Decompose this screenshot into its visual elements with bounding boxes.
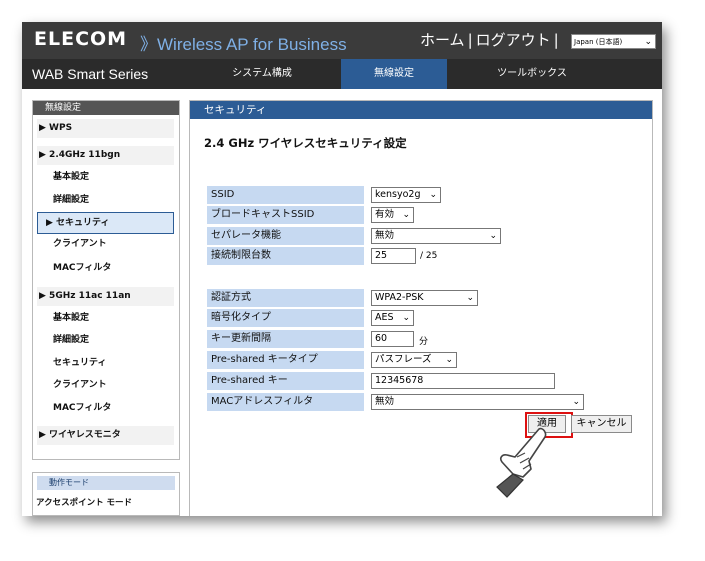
mac-filter-select[interactable]: 無効 ⌄ [371,394,584,410]
separator-select[interactable]: 無効 ⌄ [371,228,501,244]
app-window: ELECOM 》Wireless AP for Business ホーム|ログア… [22,22,662,516]
sidebar-heading: 無線設定 [33,101,179,115]
psk-input[interactable]: 12345678 [371,373,555,389]
elecom-logo: ELECOM [34,28,128,50]
sidebar-item-5-basic[interactable]: 基本設定 [37,309,174,328]
sidebar-item-24-advanced[interactable]: 詳細設定 [37,191,174,210]
chevron-down-icon: ⌄ [466,293,474,303]
sidebar-item-24-client[interactable]: クライアント [37,235,174,254]
main-panel: セキュリティ 2.4 GHz ワイヤレスセキュリティ設定 SSID kensyo… [189,100,653,516]
broadcast-label: ブロードキャストSSID [207,206,364,224]
key-interval-input[interactable]: 60 [371,331,414,347]
chevron-down-icon: ⌄ [572,397,580,407]
sidebar-item-24-basic[interactable]: 基本設定 [37,168,174,187]
max-clients-label: 接続制限台数 [207,247,364,265]
pointing-hand-icon [496,427,547,498]
ssid-label: SSID [207,186,364,204]
broadcast-value: 有効 [375,209,395,220]
mode-heading: 動作モード [37,476,175,490]
sidebar-item-5-security[interactable]: セキュリティ [37,354,174,373]
key-interval-unit: 分 [419,337,429,347]
encryption-select[interactable]: AES ⌄ [371,310,414,326]
psk-type-value: パスフレーズ [375,354,432,365]
chevron-down-icon: ⌄ [429,190,437,200]
apply-button[interactable]: 適用 [528,415,566,433]
chevron-down-icon: ⌄ [402,210,410,220]
separator-value: 無効 [375,230,395,241]
sidebar-item-24ghz[interactable]: ▶ 2.4GHz 11bgn [37,146,174,165]
top-bar: ELECOM 》Wireless AP for Business ホーム|ログア… [22,22,662,59]
series-brand: WAB Smart Series [32,66,149,82]
max-clients-input[interactable]: 25 [371,248,416,264]
link-separator-2: | [553,31,559,49]
sidebar-item-24-security[interactable]: ▶ セキュリティ [37,212,174,234]
encryption-value: AES [375,312,394,323]
sidebar-item-monitor[interactable]: ▶ ワイヤレスモニタ [37,426,174,445]
chevron-down-icon: ⌄ [402,313,410,323]
ssid-select[interactable]: kensyo2g ⌄ [371,187,441,203]
home-link[interactable]: ホーム [420,31,465,49]
sidebar-item-24-macfilter[interactable]: MACフィルタ [37,259,174,278]
main-heading: セキュリティ [190,101,652,119]
tab-wireless[interactable]: 無線設定 [341,59,447,89]
tab-system[interactable]: システム構成 [232,68,292,79]
product-tagline: 》Wireless AP for Business [140,35,347,54]
sidebar-item-5-advanced[interactable]: 詳細設定 [37,331,174,350]
sidebar-item-5-client[interactable]: クライアント [37,376,174,395]
language-value: Japan (日本語) [574,38,623,46]
mac-filter-label: MACアドレスフィルタ [207,393,364,411]
auth-select[interactable]: WPA2-PSK ⌄ [371,290,478,306]
encryption-label: 暗号化タイプ [207,309,364,327]
sidebar-item-5ghz[interactable]: ▶ 5GHz 11ac 11an [37,287,174,306]
chevron-down-icon: ⌄ [489,231,497,241]
auth-label: 認証方式 [207,289,364,307]
chevron-down-icon: ⌄ [644,37,652,47]
psk-type-select[interactable]: パスフレーズ ⌄ [371,352,457,368]
sidebar: 無線設定 ▶ WPS ▶ 2.4GHz 11bgn 基本設定 詳細設定 ▶ セキ… [32,100,180,460]
nav-bar: WAB Smart Series システム構成 無線設定 ツールボックス [22,59,662,89]
key-interval-label: キー更新間隔 [207,330,364,348]
chevron-down-icon: ⌄ [445,355,453,365]
broadcast-select[interactable]: 有効 ⌄ [371,207,414,223]
top-links: ホーム|ログアウト| [420,29,562,50]
tab-toolbox[interactable]: ツールボックス [497,68,567,79]
psk-label: Pre-shared キー [207,372,364,390]
sidebar-item-5-macfilter[interactable]: MACフィルタ [37,399,174,418]
sidebar-item-wps[interactable]: ▶ WPS [37,119,174,138]
mode-panel: 動作モード アクセスポイント モード [32,472,180,516]
ssid-value: kensyo2g [375,189,421,200]
mac-filter-value: 無効 [375,396,395,407]
mode-value: アクセスポイント モード [36,498,133,508]
psk-type-label: Pre-shared キータイプ [207,351,364,369]
separator-label: セパレータ機能 [207,227,364,245]
logout-link[interactable]: ログアウト [475,31,551,49]
link-separator: | [467,31,473,49]
cancel-button[interactable]: キャンセル [571,415,632,433]
page-title: 2.4 GHz ワイヤレスセキュリティ設定 [204,136,407,150]
language-select[interactable]: Japan (日本語) ⌄ [571,34,656,49]
auth-value: WPA2-PSK [375,292,424,303]
max-clients-suffix: / 25 [420,251,438,261]
